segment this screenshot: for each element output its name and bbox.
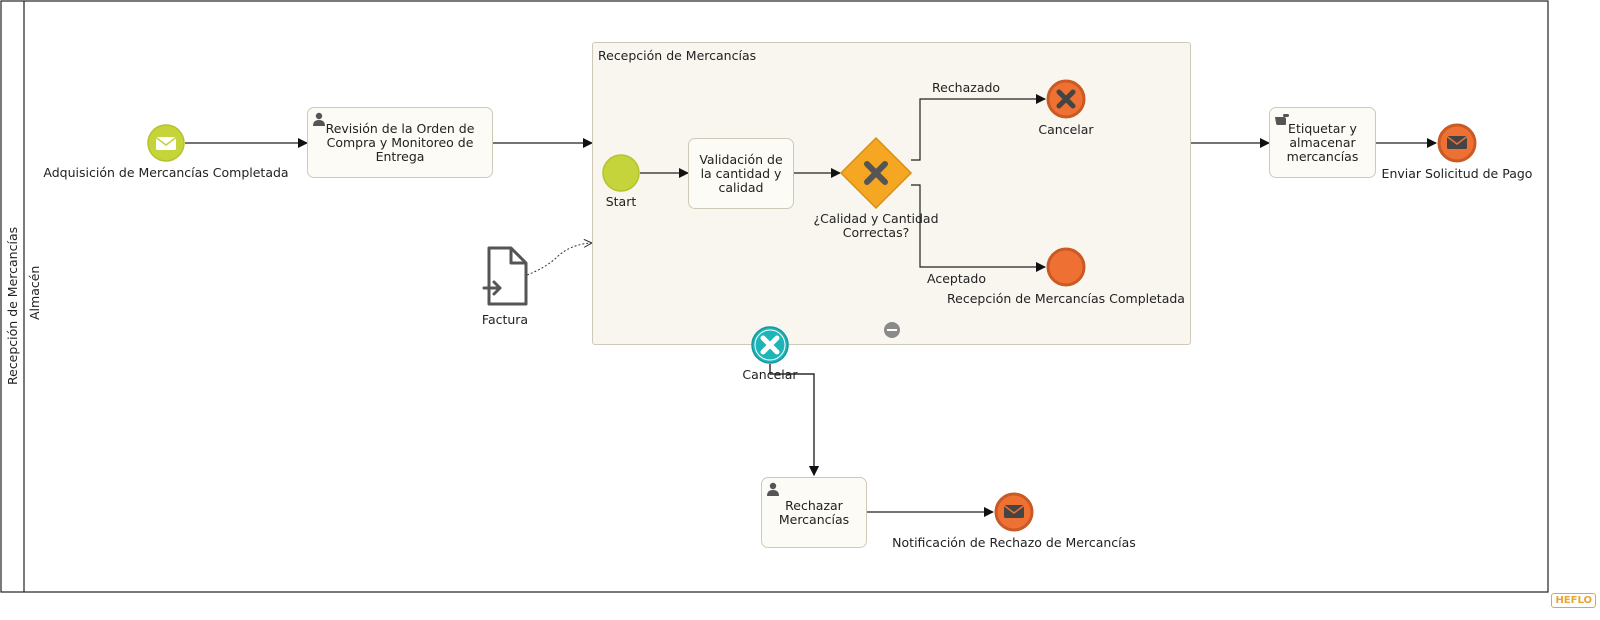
start-event-label: Adquisición de Mercancías Completada: [43, 165, 289, 180]
task-review-label: Revisión de la Orden de Compra y Monitor…: [325, 120, 475, 164]
task-reject-label: Rechazar Mercancías: [778, 497, 850, 527]
end-payment-label: Enviar Solicitud de Pago: [1381, 166, 1533, 181]
flow-accepted-label: Aceptado: [927, 271, 986, 286]
heflo-logo: HEFLO: [1551, 593, 1596, 608]
manual-hand-icon: [1274, 112, 1290, 129]
gateway-label: ¿Calidad y Cantidad Correctas?: [813, 211, 939, 240]
pool-border: [0, 0, 1549, 593]
completed-end-label: Recepción de Mercancías Completada: [947, 291, 1185, 306]
flow-rejected-label: Rechazado: [932, 80, 1001, 95]
task-review-order[interactable]: Revisión de la Orden de Compra y Monitor…: [307, 107, 493, 178]
task-label-store-label: Etiquetar y almacenar mercancías: [1286, 120, 1359, 164]
lane-label: Almacén: [27, 265, 42, 320]
task-validation-label: Validación de la cantidad y calidad: [699, 151, 783, 195]
subprocess-title: Recepción de Mercancías: [598, 48, 757, 63]
task-validation[interactable]: Validación de la cantidad y calidad: [688, 138, 794, 209]
boundary-cancel-label: Cancelar: [742, 367, 798, 382]
user-icon: [766, 482, 780, 499]
data-object-label: Factura: [481, 312, 529, 327]
end-reject-label: Notificación de Rechazo de Mercancías: [892, 535, 1136, 550]
cancel-end-label: Cancelar: [1038, 122, 1094, 137]
task-label-store[interactable]: Etiquetar y almacenar mercancías: [1269, 107, 1376, 178]
pool-label: Recepción de Mercancías: [5, 226, 20, 385]
task-reject[interactable]: Rechazar Mercancías: [761, 477, 867, 548]
subprocess-start-label: Start: [605, 194, 637, 209]
user-icon: [312, 112, 326, 129]
data-association: [526, 243, 592, 276]
